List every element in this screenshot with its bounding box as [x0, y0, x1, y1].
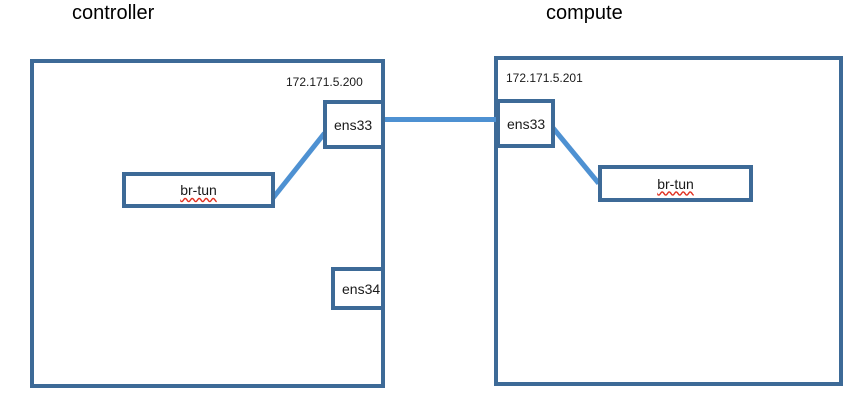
controller-interface-ens34-label: ens34	[342, 280, 381, 297]
compute-host-title: compute	[546, 2, 623, 24]
controller-host-box	[30, 59, 385, 388]
compute-bridge-br-tun-label: br-tun	[657, 175, 694, 192]
controller-bridge-br-tun[interactable]: br-tun	[122, 172, 275, 208]
compute-host-box	[494, 56, 843, 386]
compute-bridge-br-tun[interactable]: br-tun	[598, 165, 753, 202]
controller-interface-ens33-label: ens33	[334, 116, 373, 133]
controller-bridge-br-tun-label: br-tun	[180, 182, 217, 198]
controller-interface-ens34[interactable]: ens34	[331, 267, 385, 310]
link-controller-ens33-to-compute-ens33	[382, 117, 500, 122]
controller-ip-label: 172.171.5.200	[286, 75, 363, 89]
compute-interface-ens33[interactable]: ens33	[496, 99, 555, 148]
compute-interface-ens33-label: ens33	[507, 115, 546, 132]
controller-interface-ens33[interactable]: ens33	[323, 100, 385, 149]
compute-ip-label: 172.171.5.201	[506, 71, 583, 85]
controller-host-title: controller	[72, 2, 155, 24]
